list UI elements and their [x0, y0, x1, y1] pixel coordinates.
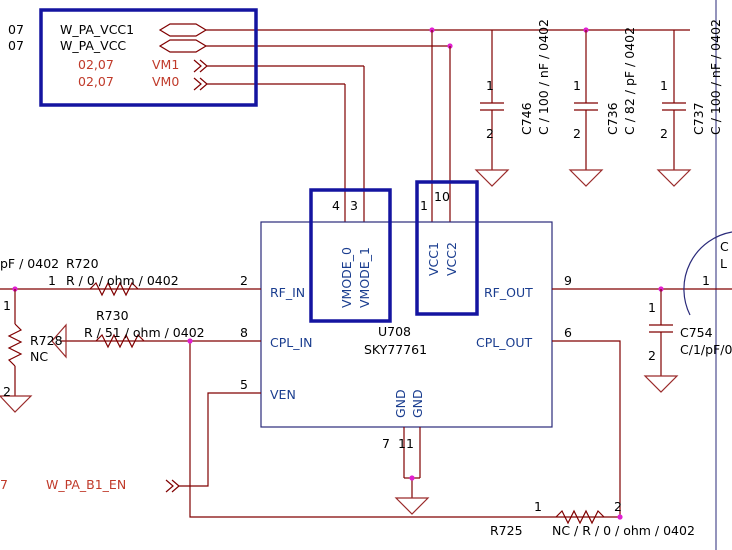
r728-pin1: 1 [3, 298, 11, 313]
port-vcc1-symbol [158, 23, 208, 37]
r725-pin2: 2 [614, 499, 622, 514]
c746-ref: C746 [519, 102, 534, 135]
pin-num-rf-out: 9 [564, 273, 572, 288]
r728-pin2: 2 [3, 384, 11, 399]
pin-num-vmode1: 3 [350, 198, 358, 213]
chip-pin-cpl-in: CPL_IN [270, 335, 313, 350]
left-edge-label: pF / 0402 [0, 256, 59, 271]
r720-pin1: 1 [48, 273, 56, 288]
chip-part: SKY77761 [364, 342, 427, 357]
ground-symbol [0, 395, 33, 413]
chip-pin-cpl-out: CPL_OUT [476, 335, 532, 350]
pin-num-rf-in: 2 [240, 273, 248, 288]
chip-u708-body [260, 221, 553, 428]
right-component-label-top: C [720, 239, 729, 254]
right-component-pin: 1 [702, 273, 710, 288]
highlight-box-vmode-pins [309, 188, 392, 323]
net-en-name: W_PA_B1_EN [46, 477, 126, 492]
c746-pin2: 2 [486, 126, 494, 141]
c736-pin1: 1 [573, 78, 581, 93]
port-vm0-symbol [193, 77, 208, 91]
pin-num-cpl-in: 8 [240, 325, 248, 340]
r728-value: NC [30, 349, 48, 364]
c754-ref: C754 [680, 325, 713, 340]
wire-cpl-out [552, 340, 621, 517]
net-vcc1-prefix: 07 [8, 22, 24, 37]
net-vcc-name: W_PA_VCC [60, 38, 126, 53]
ground-symbol [568, 169, 604, 187]
net-vcc1-name: W_PA_VCC1 [60, 22, 134, 37]
r728-body [7, 323, 23, 367]
ground-symbol [643, 375, 679, 393]
c736-value: C / 82 / pF / 0402 [622, 27, 637, 135]
wire-cpl-loop [189, 341, 620, 518]
port-vcc-symbol [158, 39, 208, 53]
chip-pin-vmode0: VMODE_0 [339, 247, 354, 308]
net-vm0-prefix: 02,07 [78, 74, 114, 89]
ground-symbol [474, 169, 510, 187]
r725-ref: R725 [490, 523, 523, 538]
c754-pin1: 1 [648, 300, 656, 315]
chip-pin-rf-out: RF_OUT [484, 285, 533, 300]
junction-dot [617, 514, 623, 520]
highlight-box-vcc-pins [415, 180, 479, 316]
ground-symbol [394, 497, 430, 515]
c746-pin1: 1 [486, 78, 494, 93]
pin-num-vmode0: 4 [332, 198, 340, 213]
chip-pin-vcc2: VCC2 [444, 242, 459, 276]
highlight-box-net-labels [39, 8, 258, 107]
net-vm1-prefix: 02,07 [78, 57, 114, 72]
c737-pin1: 1 [660, 78, 668, 93]
pin-num-cpl-out: 6 [564, 325, 572, 340]
junction-dot [409, 475, 415, 481]
r728-ref: R728 [30, 333, 63, 348]
chip-pin-gnd2: GND [410, 389, 425, 418]
r725-value: NC / R / 0 / ohm / 0402 [552, 523, 695, 538]
c746-value: C / 100 / nF / 0402 [536, 19, 551, 135]
r725-pin1: 1 [534, 499, 542, 514]
ground-symbol [656, 169, 692, 187]
net-vm1-name: VM1 [152, 57, 179, 72]
port-en-symbol [165, 479, 180, 493]
chip-pin-vcc1: VCC1 [426, 242, 441, 276]
pin-num-vcc1: 1 [420, 198, 428, 213]
net-en-prefix: 7 [0, 477, 8, 492]
net-vm0-name: VM0 [152, 74, 179, 89]
r720-ref: R720 [66, 256, 99, 271]
c737-pin2: 2 [660, 126, 668, 141]
c736-ref: C736 [605, 102, 620, 135]
right-component-label-bottom: L [720, 256, 727, 271]
chip-pin-gnd1: GND [393, 389, 408, 418]
c737-value: C / 100 / nF / 0402 [708, 19, 723, 135]
r720-value: R / 0 / ohm / 0402 [66, 273, 179, 288]
pin-num-gnd-a: 7 [382, 436, 390, 451]
pin-num-gnd-b: 11 [398, 436, 414, 451]
r728-nc-marker [51, 323, 67, 359]
junction-dot [187, 338, 193, 344]
c754-pin2: 2 [648, 348, 656, 363]
wire-ven [178, 392, 261, 487]
c736-pin2: 2 [573, 126, 581, 141]
port-vm1-symbol [193, 59, 208, 73]
chip-pin-rf-in: RF_IN [270, 285, 305, 300]
r730-ref: R730 [96, 308, 129, 323]
r725-body [555, 509, 605, 525]
c737-ref: C737 [691, 102, 706, 135]
chip-pin-vmode1: VMODE_1 [357, 247, 372, 308]
r730-body [95, 333, 145, 349]
r720-body [89, 281, 139, 297]
pin-num-ven: 5 [240, 377, 248, 392]
chip-ref: U708 [378, 324, 411, 339]
c754-value: C/1/pF/0 [680, 342, 732, 357]
pin-num-vcc2: 10 [434, 189, 450, 204]
right-component-outline [683, 231, 732, 316]
chip-pin-ven: VEN [270, 387, 296, 402]
net-vcc-prefix: 07 [8, 38, 24, 53]
r730-value: R / 51 / ohm / 0402 [84, 325, 205, 340]
